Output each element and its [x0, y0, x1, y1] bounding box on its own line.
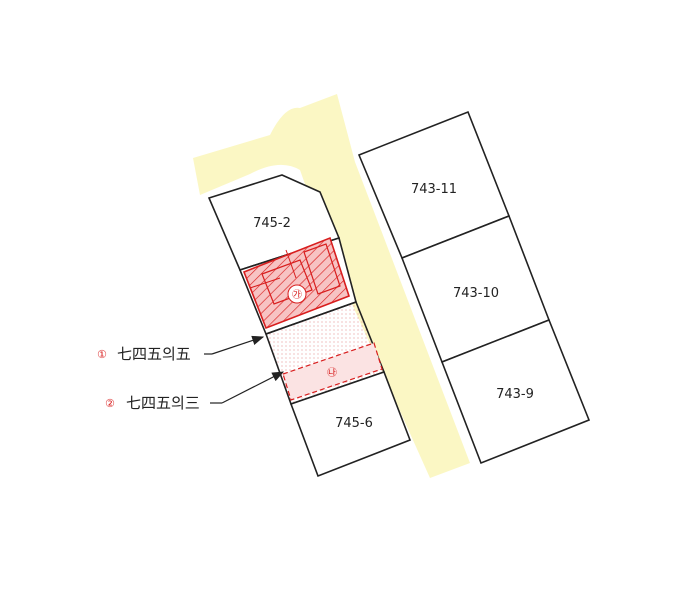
annotation-2-number: ② — [105, 397, 115, 410]
annotation-2: ② 七四五의三 — [105, 371, 285, 412]
road-strip — [193, 94, 470, 478]
annotation-1: ① 七四五의五 — [97, 335, 265, 363]
annotation-2-label: 七四五의三 — [126, 394, 200, 412]
parcel-label-743-10: 743-10 — [453, 286, 499, 301]
annotation-1-arrow — [211, 335, 265, 355]
parcel-label-745-6: 745-6 — [335, 416, 373, 431]
annex-building — [282, 342, 383, 401]
main-building-mark: ㉮ — [292, 289, 302, 301]
parcel-label-745-2: 745-2 — [253, 216, 291, 231]
parcel-label-743-9: 743-9 — [496, 387, 534, 402]
parcel-745-2 — [207, 174, 341, 271]
main-building — [242, 236, 350, 330]
parcel-743-9 — [440, 318, 591, 465]
annex-building-mark: ㉯ — [327, 367, 337, 379]
parcel-label-743-11: 743-11 — [411, 182, 457, 197]
annotation-1-label: 七四五의五 — [117, 345, 191, 363]
annotation-1-number: ① — [97, 348, 107, 361]
parcel-745-6 — [289, 370, 412, 478]
annotation-2-arrow — [221, 371, 285, 404]
